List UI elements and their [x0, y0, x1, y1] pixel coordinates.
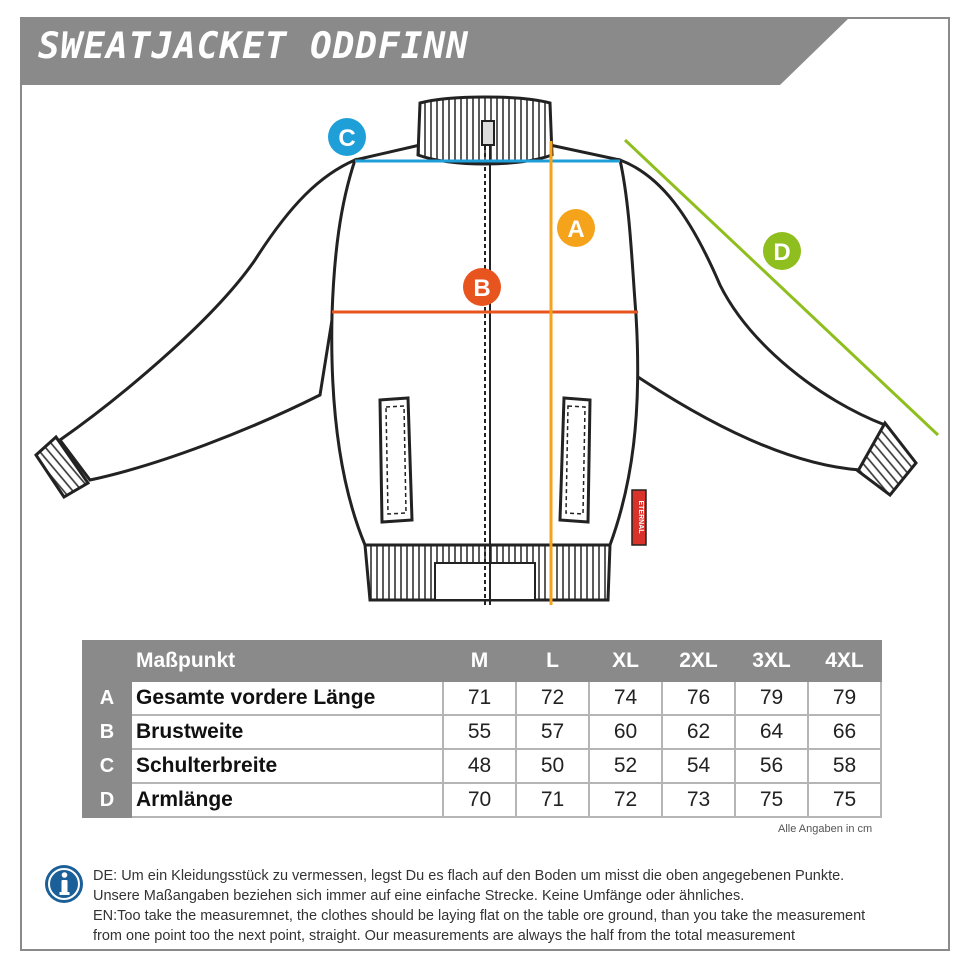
header-size: 4XL — [807, 640, 882, 682]
table-row: C Schulterbreite 48 50 52 54 56 58 — [82, 748, 882, 784]
row-value: 62 — [661, 714, 736, 750]
row-value: 66 — [807, 714, 882, 750]
table-header-row: Maßpunkt M L XL 2XL 3XL 4XL — [82, 640, 882, 682]
measure-line-d — [623, 138, 940, 437]
size-table: Maßpunkt M L XL 2XL 3XL 4XL A Gesamte vo… — [82, 640, 882, 818]
header-label: Maßpunkt — [130, 640, 444, 682]
row-value: 57 — [515, 714, 590, 750]
marker-b: B — [463, 268, 501, 306]
row-value: 70 — [442, 782, 517, 818]
row-value: 60 — [588, 714, 663, 750]
right-pocket — [558, 396, 592, 524]
header-size: M — [442, 640, 517, 682]
header-size: L — [515, 640, 590, 682]
right-cuff — [856, 420, 918, 498]
row-value: 79 — [734, 680, 809, 716]
header-size: XL — [588, 640, 663, 682]
left-pocket — [378, 396, 414, 524]
svg-text:D: D — [773, 239, 790, 266]
table-row: D Armlänge 70 71 72 73 75 75 — [82, 782, 882, 818]
row-value: 75 — [734, 782, 809, 818]
left-cuff — [34, 434, 91, 500]
row-value: 52 — [588, 748, 663, 784]
row-value: 56 — [734, 748, 809, 784]
row-value: 64 — [734, 714, 809, 750]
svg-text:C: C — [338, 125, 355, 152]
row-value: 74 — [588, 680, 663, 716]
brand-tag-text: ETERNAL — [637, 500, 644, 534]
row-value: 71 — [515, 782, 590, 818]
table-row: B Brustweite 55 57 60 62 64 66 — [82, 714, 882, 750]
table-row: A Gesamte vordere Länge 71 72 74 76 79 7… — [82, 680, 882, 716]
info-line: from one point too the next point, strai… — [93, 928, 795, 944]
info-text: DE: Um ein Kleidungsstück zu vermessen, … — [93, 866, 943, 946]
row-label: Armlänge — [130, 782, 444, 818]
info-line: EN:Too take the measuremnet, the clothes… — [93, 908, 866, 924]
marker-c: C — [328, 118, 366, 156]
row-value: 75 — [807, 782, 882, 818]
svg-text:B: B — [473, 275, 490, 302]
svg-text:A: A — [567, 216, 584, 243]
info-line: DE: Um ein Kleidungsstück zu vermessen, … — [93, 868, 845, 884]
row-value: 58 — [807, 748, 882, 784]
row-letter: B — [82, 714, 132, 750]
page-title: SWEATJACKET ODDFINN — [38, 26, 469, 67]
row-value: 79 — [807, 680, 882, 716]
row-value: 71 — [442, 680, 517, 716]
row-label: Schulterbreite — [130, 748, 444, 784]
right-sleeve — [618, 157, 888, 472]
units-note: Alle Angaben in cm — [778, 823, 873, 835]
row-value: 76 — [661, 680, 736, 716]
info-icon — [45, 865, 83, 903]
brand-tag — [631, 489, 647, 546]
row-letter: A — [82, 680, 132, 716]
row-letter: D — [82, 782, 132, 818]
jacket-drawing: ETERNAL C A B D — [34, 95, 940, 605]
marker-a: A — [557, 209, 595, 247]
row-value: 54 — [661, 748, 736, 784]
row-label: Gesamte vordere Länge — [130, 680, 444, 716]
row-letter: C — [82, 748, 132, 784]
row-value: 72 — [588, 782, 663, 818]
info-line: Unsere Maßangaben beziehen sich immer au… — [93, 888, 745, 904]
left-sleeve — [57, 157, 357, 482]
marker-d: D — [763, 232, 801, 270]
header-size: 2XL — [661, 640, 736, 682]
header-bar — [20, 17, 950, 85]
row-value: 50 — [515, 748, 590, 784]
row-value: 72 — [515, 680, 590, 716]
header-size: 3XL — [734, 640, 809, 682]
row-value: 55 — [442, 714, 517, 750]
row-label: Brustweite — [130, 714, 444, 750]
row-value: 48 — [442, 748, 517, 784]
header-spacer — [82, 640, 132, 682]
row-value: 73 — [661, 782, 736, 818]
